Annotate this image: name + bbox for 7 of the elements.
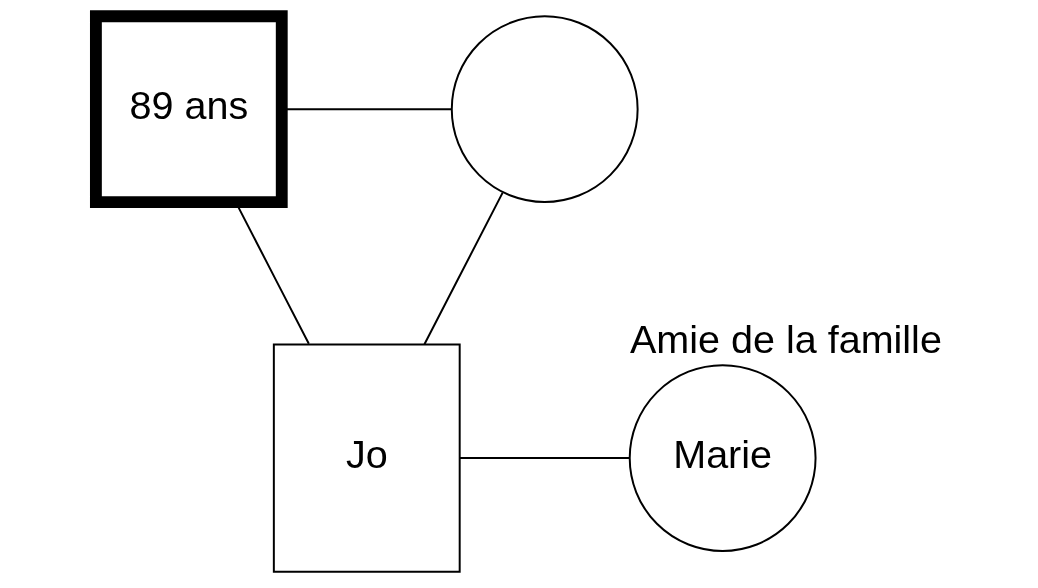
connector [423, 191, 504, 346]
connector [458, 457, 631, 460]
node-circle [450, 15, 639, 204]
node-box: 89 ans [89, 10, 288, 208]
node-circle: Marie [628, 364, 817, 552]
node-box: Jo [272, 343, 461, 573]
node-label: Amie de la famille [629, 317, 942, 362]
